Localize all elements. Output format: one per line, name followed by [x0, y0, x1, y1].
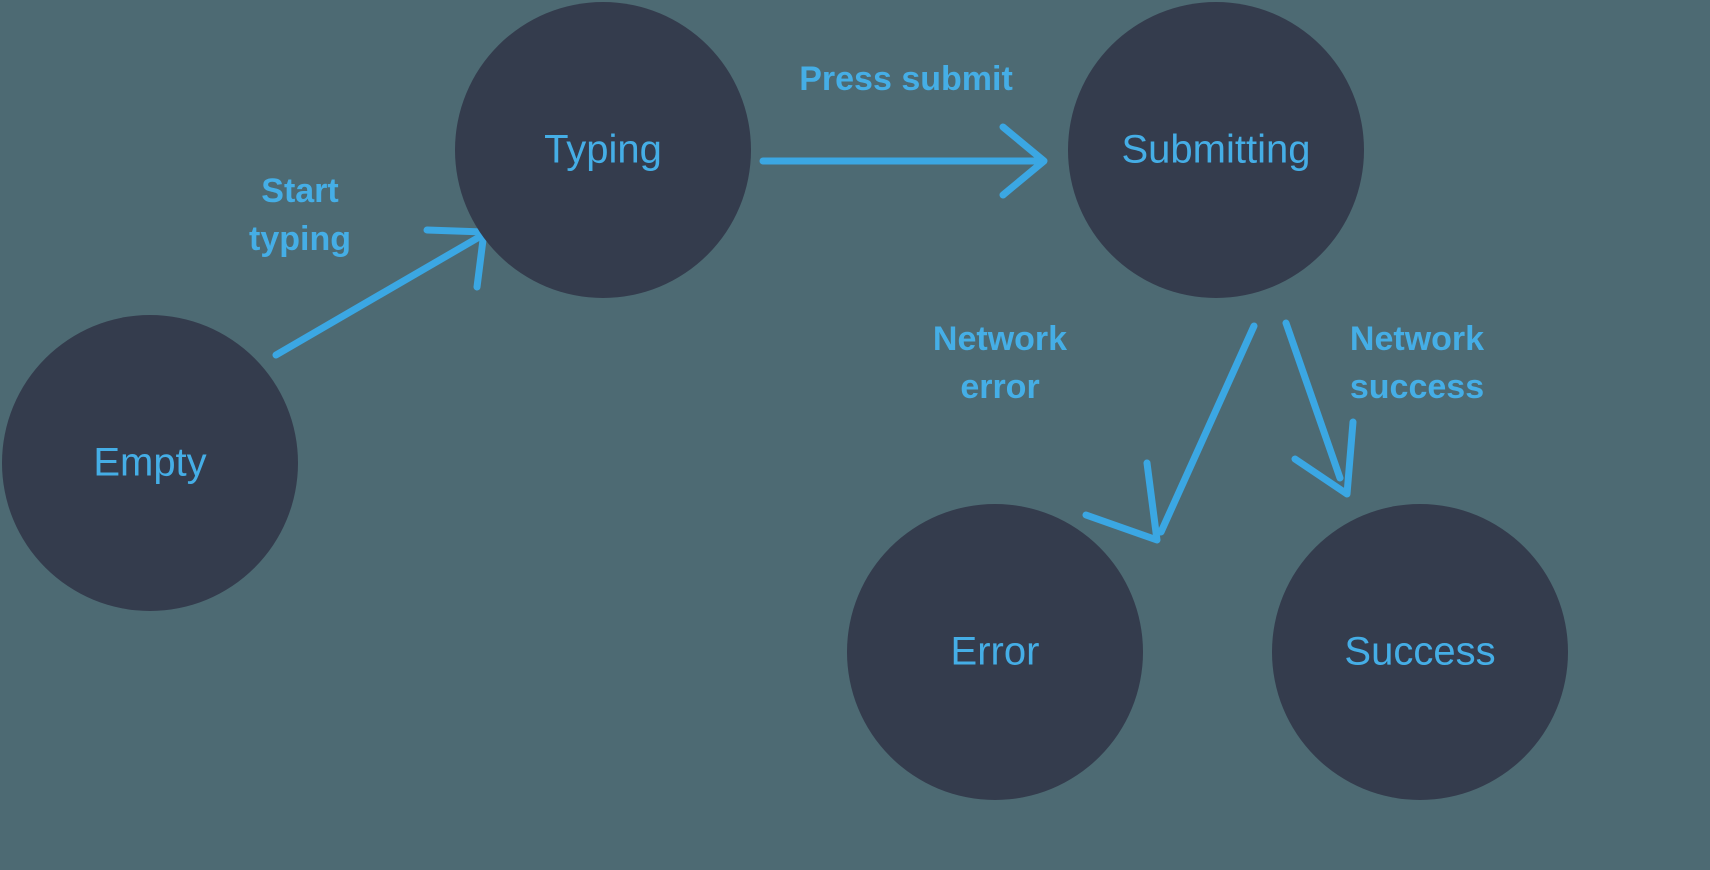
transition-network-error: Network error: [933, 320, 1258, 544]
state-node-error[interactable]: Error: [847, 504, 1143, 800]
start-typing-arrow-line: [272, 232, 485, 359]
state-node-empty[interactable]: Empty: [2, 315, 298, 611]
state-label-error: Error: [951, 630, 1040, 674]
transition-label-network-success-line1: Network: [1350, 320, 1484, 358]
state-node-submitting[interactable]: Submitting: [1068, 2, 1364, 298]
transition-start-typing: Start typing: [249, 172, 488, 359]
transition-label-start-typing-line2: typing: [249, 220, 351, 258]
transition-press-submit: Press submit: [759, 60, 1048, 199]
state-circle-error[interactable]: [847, 504, 1143, 800]
state-circle-typing[interactable]: [455, 2, 751, 298]
state-label-submitting: Submitting: [1122, 128, 1311, 172]
state-node-success[interactable]: Success: [1272, 504, 1568, 800]
transition-label-start-typing-line1: Start: [261, 172, 338, 210]
transition-label-network-success-line2: success: [1350, 368, 1484, 406]
network-error-arrow-line: [1157, 322, 1258, 536]
state-label-empty: Empty: [93, 441, 206, 485]
transition-label-network-error-line1: Network: [933, 320, 1067, 358]
press-submit-arrow-head: [999, 123, 1048, 199]
transition-network-success: Network success: [1282, 319, 1484, 498]
state-label-success: Success: [1344, 630, 1495, 674]
state-circle-empty[interactable]: [2, 315, 298, 611]
network-error-arrow-head: [1082, 459, 1161, 544]
network-success-arrow-head: [1291, 418, 1357, 498]
transition-label-network-error-line2: error: [960, 368, 1039, 406]
state-label-typing: Typing: [544, 128, 662, 172]
state-circle-submitting[interactable]: [1068, 2, 1364, 298]
state-circle-success[interactable]: [1272, 504, 1568, 800]
state-node-typing[interactable]: Typing: [455, 2, 751, 298]
network-success-arrow-line: [1282, 319, 1344, 482]
transition-label-press-submit: Press submit: [799, 60, 1013, 98]
